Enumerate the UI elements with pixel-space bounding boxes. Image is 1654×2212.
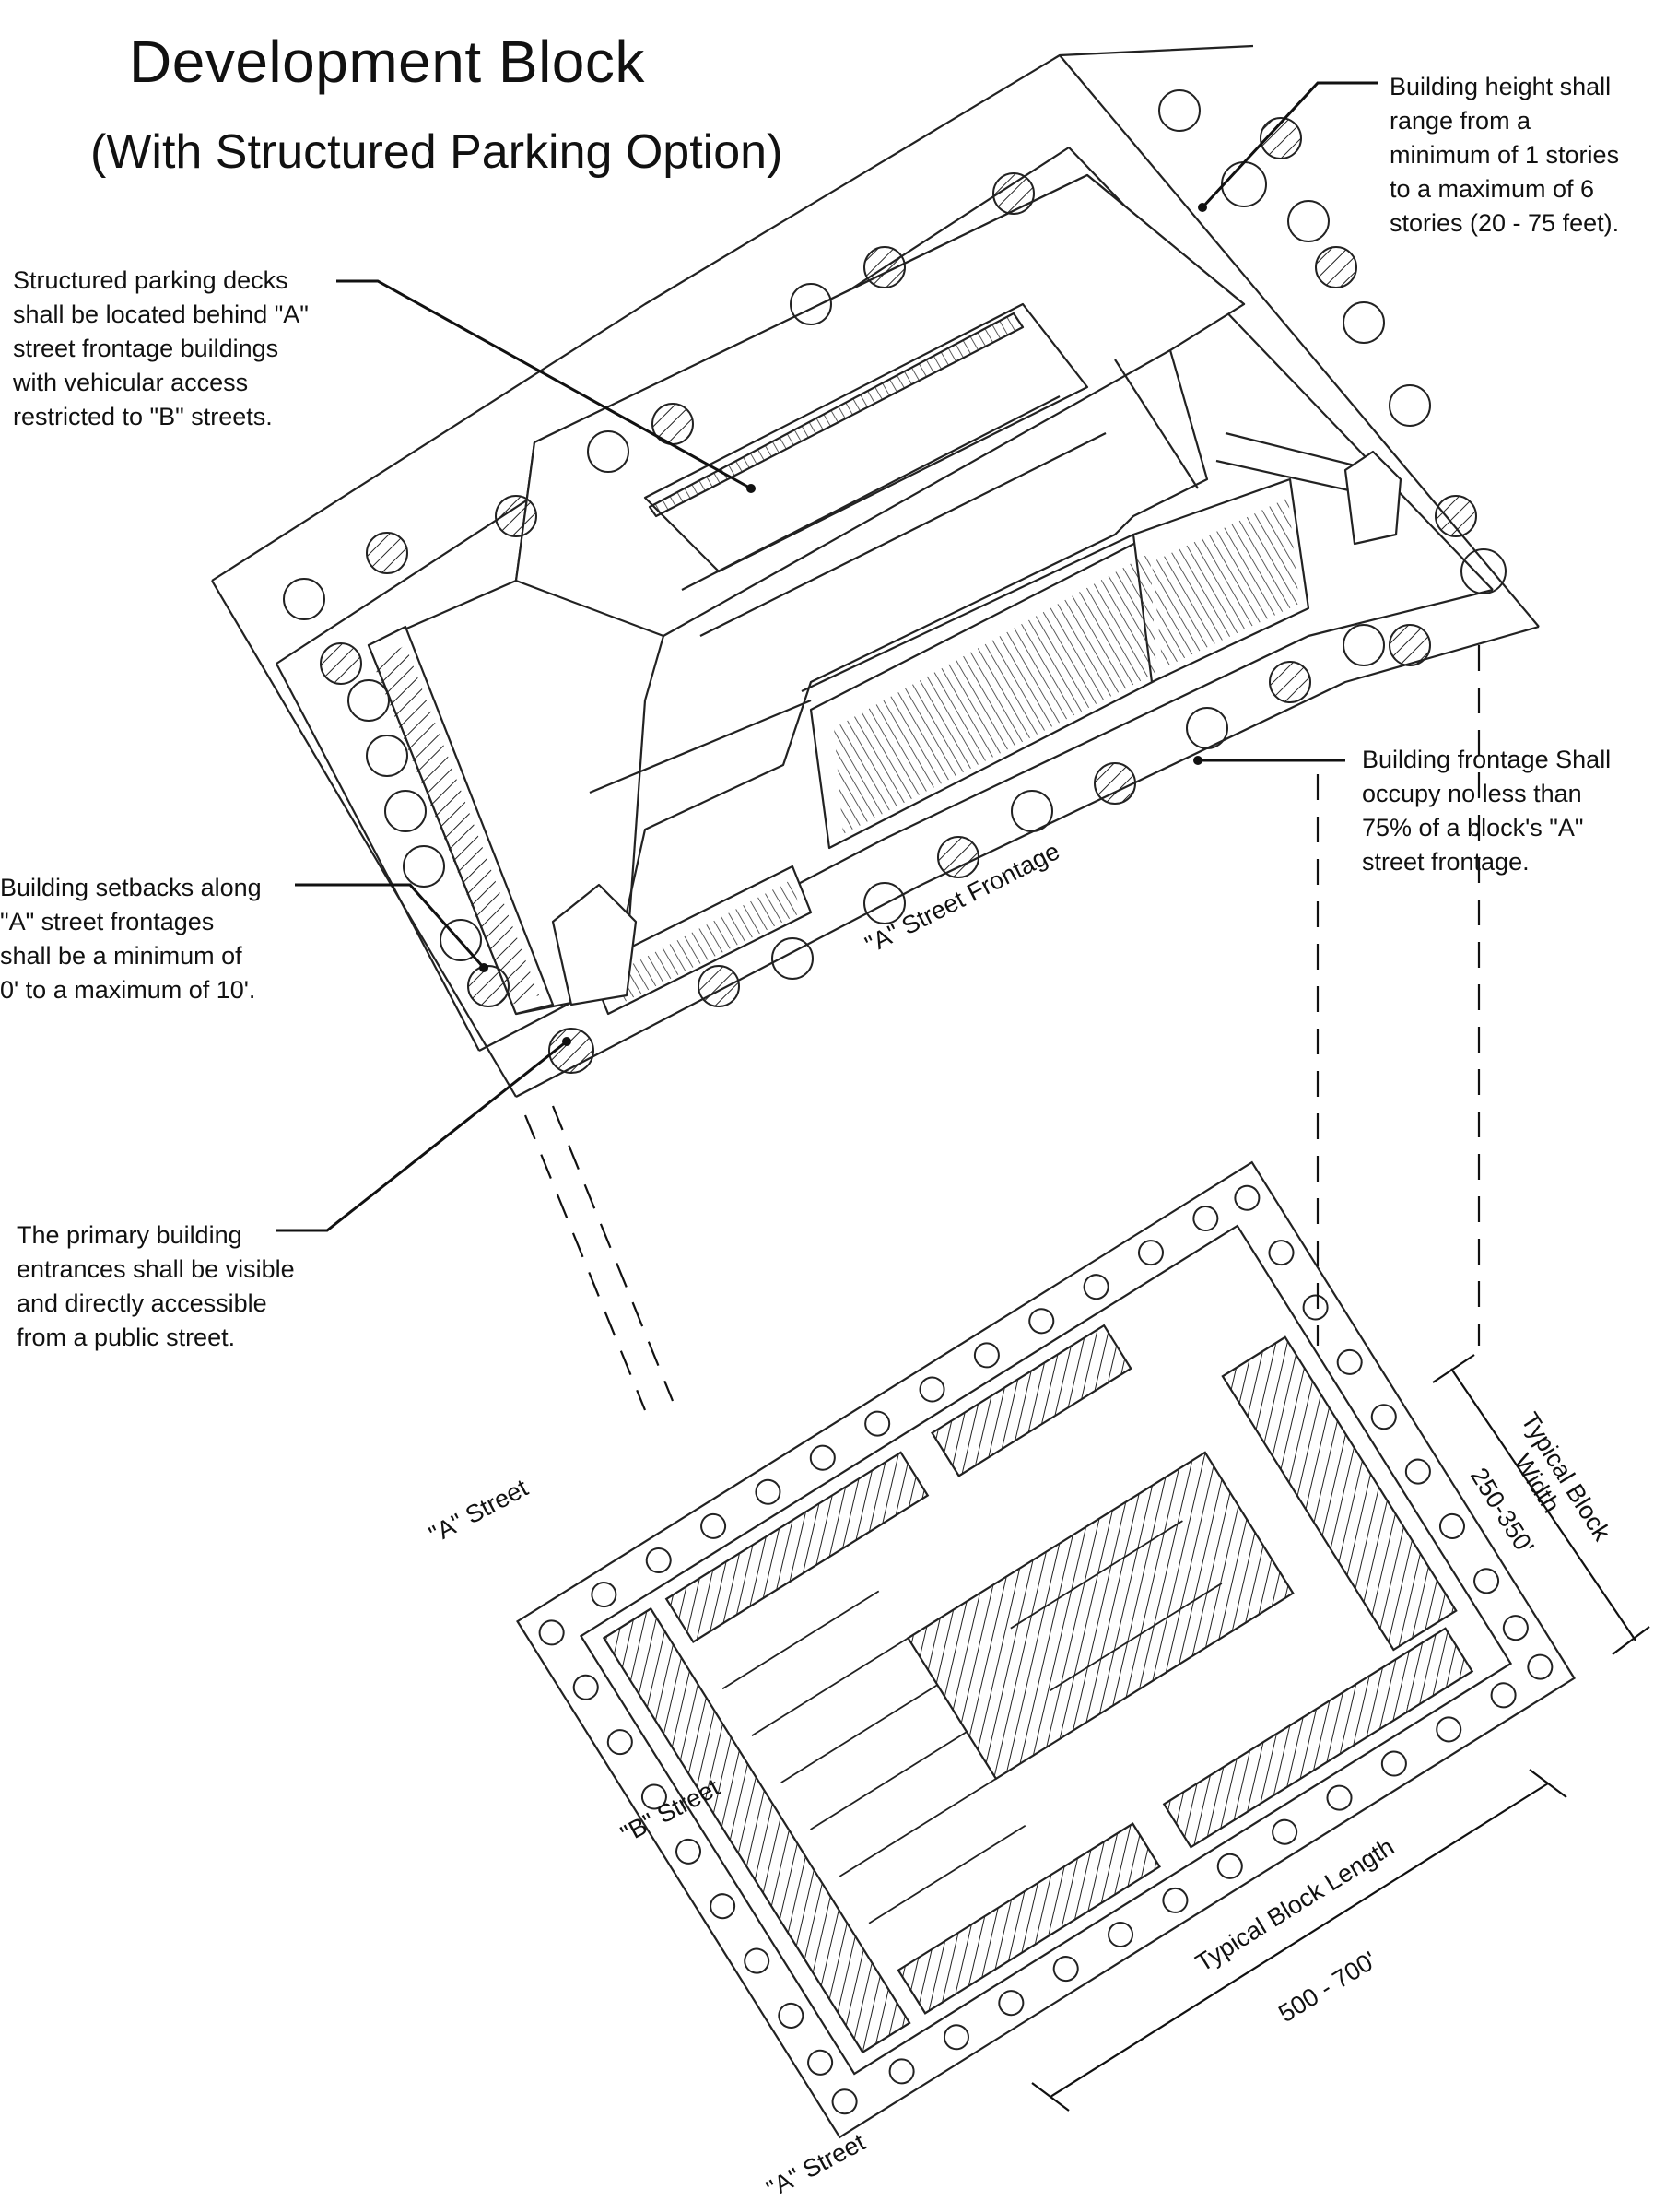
perspective-view <box>211 44 1540 1098</box>
annotation-building-frontage: Building frontage Shall occupy no less t… <box>1362 746 1612 876</box>
b-street-label: "B" Street <box>616 1773 725 1849</box>
leader-lines <box>276 81 1378 1232</box>
annotation-primary-entrances: The primary building entrances shall be … <box>17 1221 295 1351</box>
leader-dots <box>479 203 1207 1046</box>
annotation-building-setbacks: Building setbacks along "A" street front… <box>0 874 262 1004</box>
annotation-structured-parking: Structured parking decks shall be locate… <box>13 266 309 430</box>
a-street-upper-label: "A" Street <box>425 1474 534 1549</box>
dimension-lines <box>523 645 1650 2112</box>
page-title: Development Block <box>129 29 645 95</box>
page-subtitle: (With Structured Parking Option) <box>90 125 783 179</box>
typical-block-length-range: 500 - 700' <box>1273 1946 1381 2028</box>
a-street-lower-label: "A" Street <box>762 2128 871 2204</box>
plan-view <box>516 1160 1576 2139</box>
perspective-trees <box>283 89 1507 1074</box>
annotation-building-height: Building height shall range from a minim… <box>1390 73 1620 237</box>
